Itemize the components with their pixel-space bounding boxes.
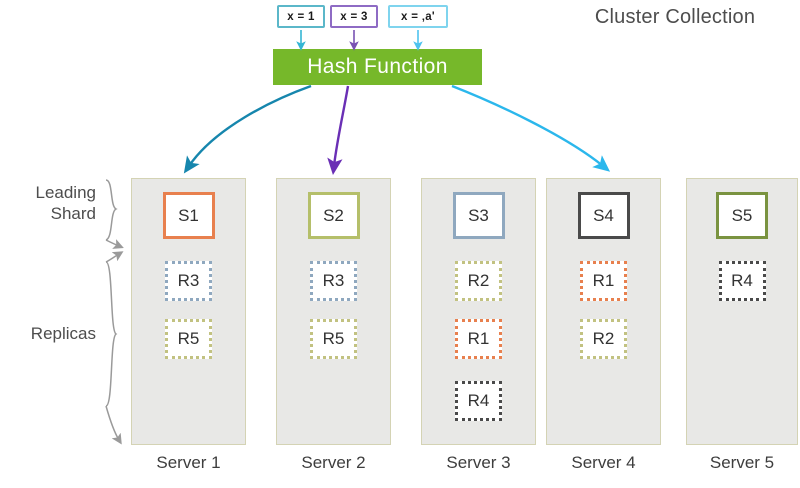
replica-r2-server-4[interactable]: R2 — [580, 319, 627, 359]
replicas-brace — [105, 261, 118, 407]
route-arrow-server-2 — [327, 85, 350, 176]
leading-shard-s5[interactable]: S5 — [716, 192, 768, 239]
leading-shard-s4[interactable]: S4 — [577, 192, 630, 239]
replica-r2-server-3[interactable]: R2 — [455, 261, 502, 301]
input-key-box-3: x = ‚a' — [388, 5, 448, 28]
route-arrow-server-1 — [183, 84, 312, 174]
replica-r1-server-3[interactable]: R1 — [455, 319, 502, 359]
hash-function-box: Hash Function — [273, 49, 482, 85]
route-arrow-server-4 — [451, 84, 611, 172]
replica-r3-server-2[interactable]: R3 — [310, 261, 357, 301]
leading-shard-brace — [105, 179, 118, 241]
replica-r5-server-1[interactable]: R5 — [165, 319, 212, 359]
replicas-brace-arrow-bottom — [105, 405, 122, 445]
replica-r5-server-2[interactable]: R5 — [310, 319, 357, 359]
server-caption-1: Server 1 — [156, 453, 221, 472]
replica-r3-server-1[interactable]: R3 — [165, 261, 212, 301]
replicas-label: Replicas — [30, 324, 96, 343]
server-caption-4: Server 4 — [571, 453, 636, 472]
server-caption-3: Server 3 — [446, 453, 511, 472]
leading-shard-brace-arrow — [105, 239, 124, 249]
server-caption-2: Server 2 — [301, 453, 366, 472]
server-caption-5: Server 5 — [709, 453, 775, 472]
page-title: Cluster Collection — [594, 6, 756, 28]
leading-shard-s3[interactable]: S3 — [452, 192, 505, 239]
leading-shard-s2[interactable]: S2 — [307, 192, 360, 239]
replica-r1-server-4[interactable]: R1 — [580, 261, 627, 301]
input-key-box-1: x = 1 — [277, 5, 325, 28]
leading-shard-s1[interactable]: S1 — [162, 192, 215, 239]
input-key-box-2: x = 3 — [330, 5, 378, 28]
leading-shard-label: Leading Shard — [35, 183, 96, 223]
replica-r4-server-5[interactable]: R4 — [718, 261, 766, 301]
replica-r4-server-3[interactable]: R4 — [455, 381, 502, 421]
replicas-brace-arrow-top — [105, 251, 124, 263]
